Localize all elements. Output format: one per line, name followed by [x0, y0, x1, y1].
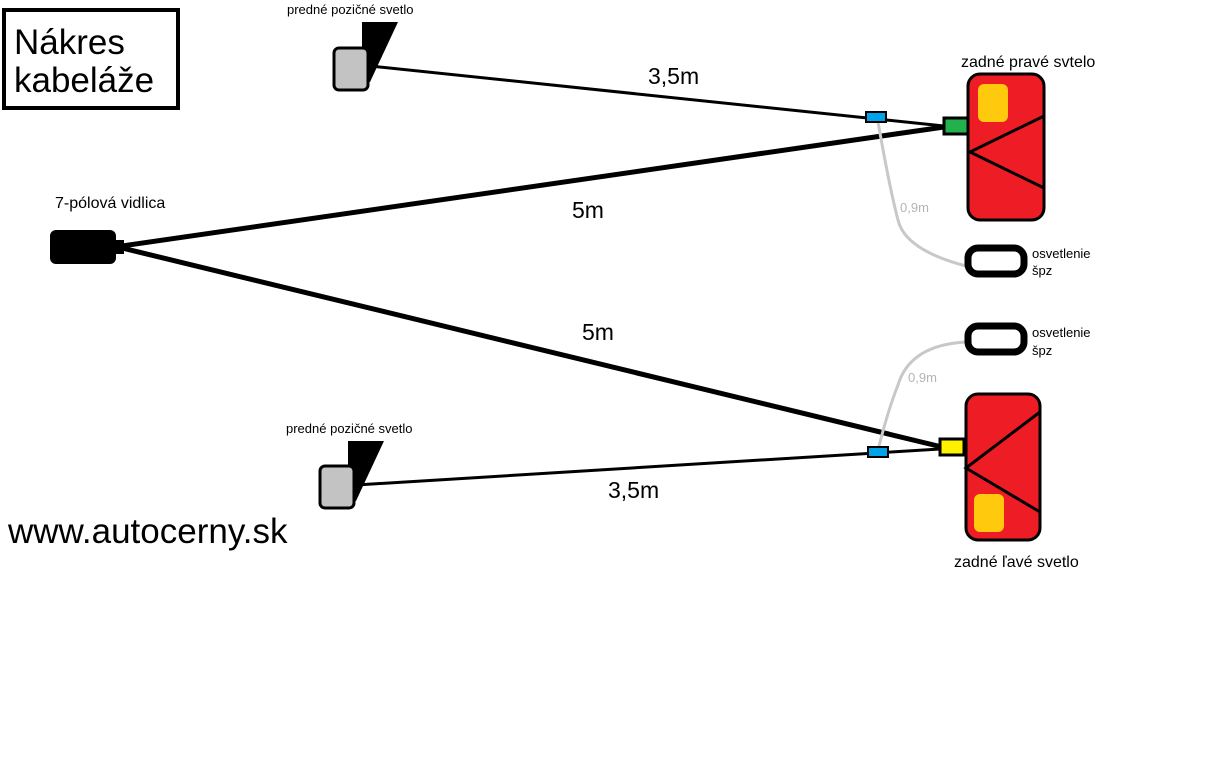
- plate-light-bottom: [964, 322, 1028, 356]
- front-light-bottom-label: predné pozičné svetlo: [286, 421, 412, 436]
- length-lower-main: 5m: [582, 319, 614, 345]
- length-bottom-front: 3,5m: [608, 477, 659, 503]
- plate-top-label-line2: špz: [1032, 263, 1052, 278]
- length-plate-bottom: 0,9m: [908, 370, 937, 385]
- bottom-front-cable: [355, 447, 941, 487]
- lower-main-cable: [121, 245, 943, 450]
- plate-light-top: [964, 244, 1028, 278]
- rear-left-lamp: [963, 392, 1042, 542]
- yellow-connector: [938, 437, 966, 457]
- plate-bottom-label-line1: osvetlenie: [1032, 325, 1091, 340]
- green-connector: [942, 116, 970, 136]
- plate-top-wire: [876, 121, 967, 268]
- plate-bottom-wire: [876, 340, 967, 451]
- upper-main-cable: [121, 124, 945, 249]
- plate-top-label-line1: osvetlenie: [1032, 246, 1091, 261]
- diagram-title: Nákres kabeláže: [14, 23, 155, 100]
- plug-label: 7-pólová vidlica: [55, 195, 165, 212]
- seven-pin-plug: [50, 230, 124, 264]
- front-position-light-top: [332, 22, 398, 92]
- length-upper-main: 5m: [572, 197, 604, 223]
- top-blue-connector: [865, 111, 887, 123]
- front-light-top-label: predné pozičné svetlo: [287, 2, 413, 17]
- bottom-blue-connector: [867, 446, 889, 458]
- rear-left-label: zadné ľavé svetlo: [954, 554, 1079, 571]
- title-box: Nákres kabeláže: [2, 8, 180, 110]
- top-front-cable: [369, 64, 945, 128]
- plate-bottom-label-line2: špz: [1032, 343, 1052, 358]
- length-top-front: 3,5m: [648, 63, 699, 89]
- rear-right-lamp: [966, 72, 1046, 222]
- front-position-light-bottom: [318, 441, 384, 510]
- website-url: www.autocerny.sk: [8, 512, 288, 551]
- length-plate-top: 0,9m: [900, 200, 929, 215]
- rear-right-label: zadné pravé svtelo: [961, 54, 1095, 71]
